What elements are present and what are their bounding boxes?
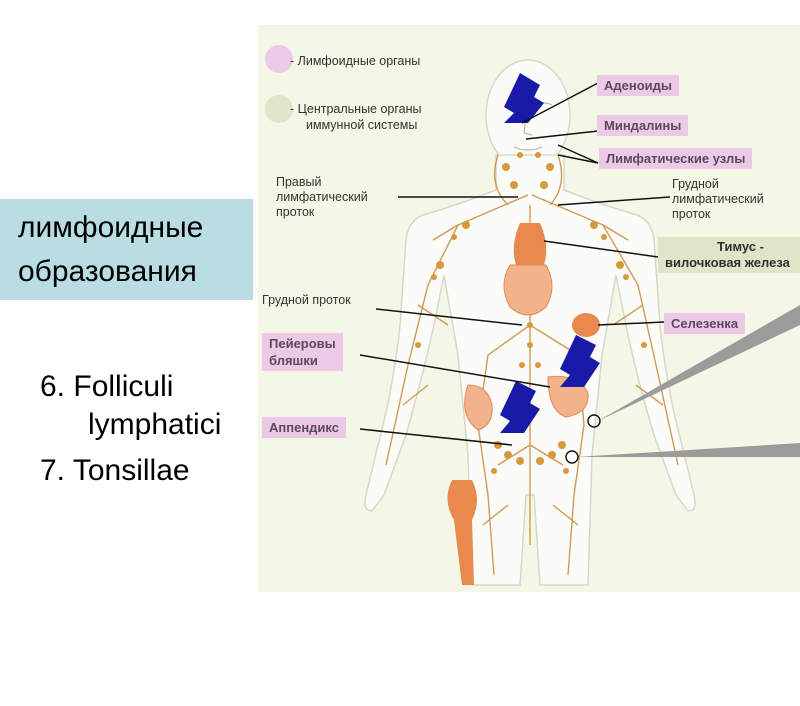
- label-right-duct-line2: лимфатический: [276, 190, 368, 204]
- list-text-7: Tonsillae: [72, 454, 190, 487]
- label-peyer-line2: бляшки: [269, 353, 318, 368]
- leader-lines: [359, 82, 671, 446]
- legend-lymphoid-organs: - Лимфоидные органы: [290, 54, 421, 68]
- bone-marrow: [447, 480, 477, 585]
- callout-cone-lower: [576, 443, 800, 457]
- intestine-left: [464, 384, 493, 431]
- list-item-6: 6. Folliculi: [40, 370, 173, 404]
- title-box: лимфоидные образования: [0, 199, 253, 300]
- lymph-nodes: [415, 152, 647, 474]
- legend-central-organs-line2: иммунной системы: [306, 118, 418, 132]
- label-right-duct-line1: Правый: [276, 175, 322, 189]
- label-thoracic-duct-r-line2: лимфатический: [672, 192, 764, 206]
- callout-circle-upper: [587, 414, 601, 428]
- spleen: [572, 313, 600, 337]
- pointer-arrows: [500, 73, 600, 433]
- label-adenoids: Аденоиды: [597, 75, 680, 96]
- list-item-7: 7. Tonsillae: [40, 454, 190, 488]
- thymus: [513, 223, 547, 265]
- heart: [503, 264, 553, 316]
- label-spleen: Селезенка: [664, 313, 746, 334]
- legend-swatch-lymphoid: [265, 45, 293, 73]
- label-appendix: Аппендикс: [262, 417, 346, 438]
- list-number-6: 6.: [40, 370, 66, 403]
- title-line-1: лимфоидные: [18, 211, 204, 244]
- label-thoracic-duct-r-line3: проток: [672, 207, 711, 221]
- callout-circle-lower: [565, 450, 579, 464]
- legend-central-organs-line1: - Центральные органы: [290, 102, 422, 116]
- label-lymph-nodes: Лимфатические узлы: [599, 148, 753, 169]
- label-right-duct-line3: проток: [276, 205, 315, 219]
- label-thymus-line1: Тимус -: [717, 239, 764, 254]
- legend-swatch-central: [265, 95, 293, 123]
- label-tonsils: Миндалины: [597, 115, 689, 136]
- label-peyer-line1: Пейеровы: [269, 336, 336, 351]
- label-thoracic-duct: Грудной проток: [262, 293, 351, 307]
- list-text-6-line1: Folliculi: [73, 370, 174, 403]
- list-text-6-line2: lymphatici: [88, 408, 222, 441]
- label-peyer-patches: Пейеровы бляшки: [262, 333, 343, 371]
- list-number-7: 7.: [40, 454, 66, 487]
- label-thymus-line2: вилочковая железа: [665, 255, 790, 270]
- title-line-2: образования: [18, 255, 197, 288]
- lymphatic-system-figure: - Лимфоидные органы - Центральные органы…: [258, 25, 800, 592]
- label-thoracic-duct-r-line1: Грудной: [672, 177, 719, 191]
- callout-cone-upper: [598, 305, 800, 421]
- body-illustration: [265, 45, 800, 586]
- label-thymus: Тимус - вилочковая железа: [658, 237, 800, 273]
